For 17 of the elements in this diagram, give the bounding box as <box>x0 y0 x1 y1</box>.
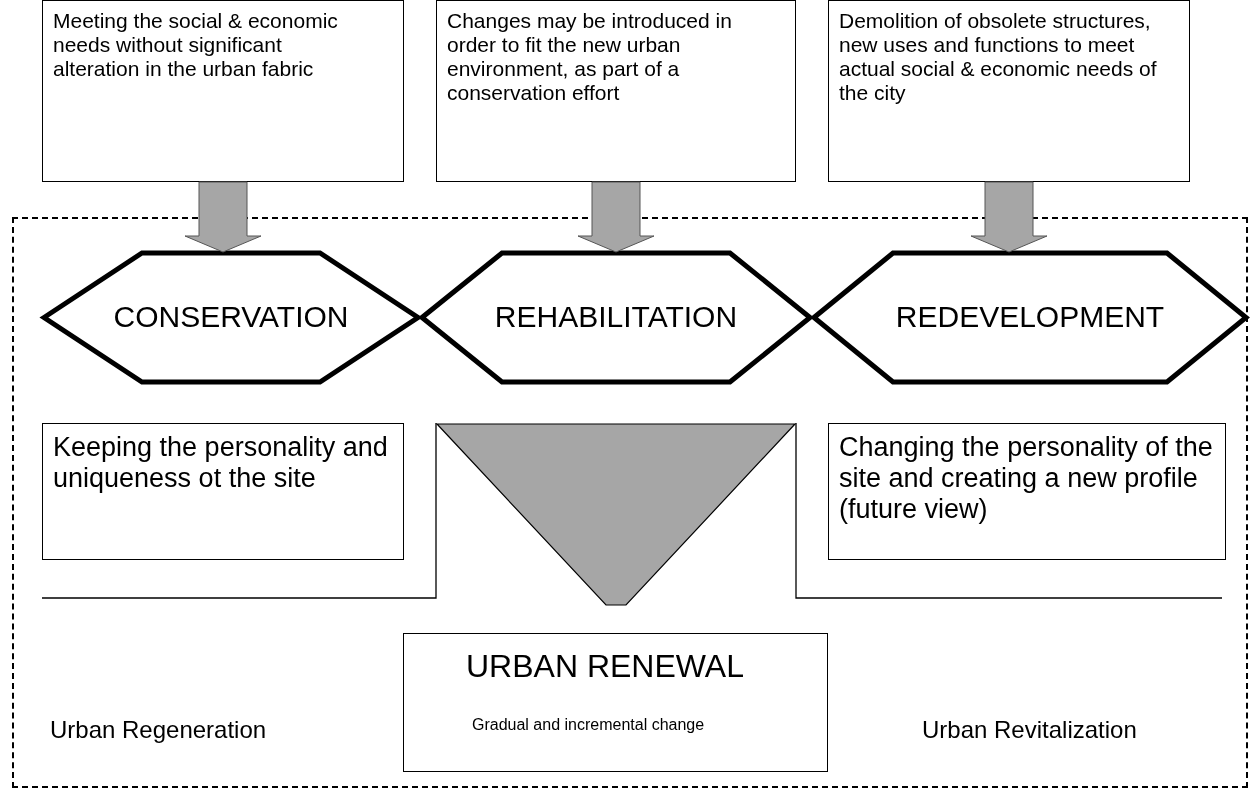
region-label: Urban Regeneration <box>50 716 267 744</box>
block-arrow <box>577 181 655 253</box>
text-box <box>403 633 828 772</box>
dashed-region <box>12 217 1248 788</box>
block-arrow <box>184 181 262 253</box>
region-label: Urban Revitalization <box>922 716 1137 744</box>
hexagon-label: REDEVELOPMENT <box>895 299 1165 333</box>
text-box: Demolition of obsolete structures, new uses and functions to meet actual social & economic needs of the city <box>828 0 1190 182</box>
box-heading: URBAN RENEWAL <box>466 648 744 685</box>
text-box: Changes may be introduced in order to fit the new urban environment, as part of a conservation effort <box>436 0 796 182</box>
text-box: Meeting the social & economic needs without significant alteration in the urban fabric <box>42 0 404 182</box>
block-arrow <box>970 181 1048 253</box>
box-subtitle: Gradual and incremental change <box>472 716 705 735</box>
text-box: Changing the personality of the site and creating a new profile (future view) <box>828 423 1226 560</box>
text-box: Keeping the personality and uniqueness ot the site <box>42 423 404 560</box>
hexagon-label: CONSERVATION <box>113 299 349 333</box>
hexagon-label: REHABILITATION <box>494 299 738 333</box>
